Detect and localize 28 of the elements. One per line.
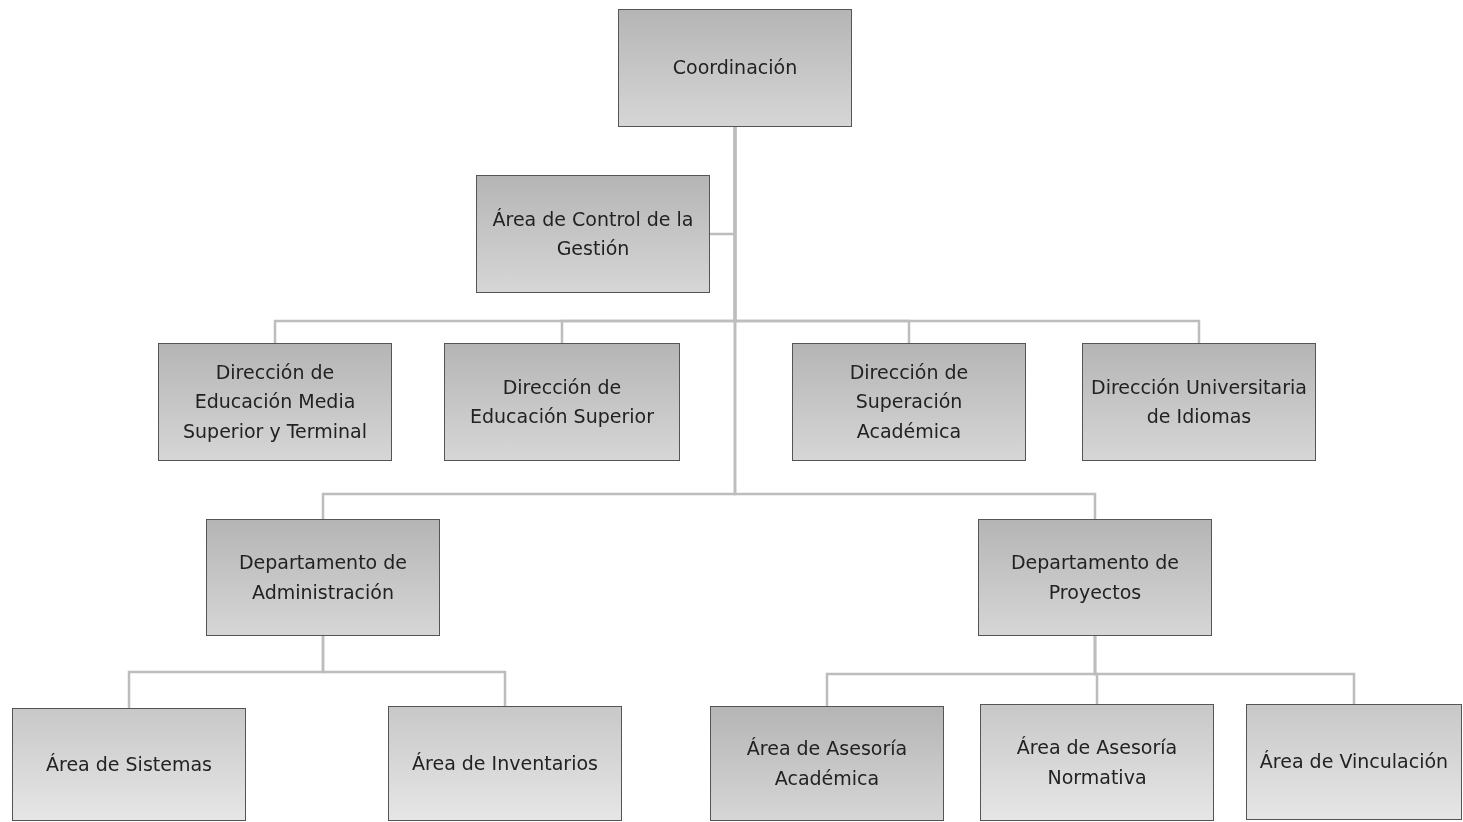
box-label: Área de Asesoría Académica (745, 736, 909, 791)
connector-line (321, 636, 507, 706)
org-box (710, 706, 944, 821)
org-box (1082, 343, 1316, 461)
org-box (980, 704, 1214, 821)
box-label: Dirección de Educación Media Superior y Terminal (182, 359, 368, 444)
box-label: Área de Inventarios (412, 750, 598, 776)
org-box (12, 708, 246, 821)
connector-line (1093, 636, 1356, 704)
box-label: Departamento de Administración (238, 550, 408, 605)
box-label: Dirección de Educación Superior (469, 374, 655, 429)
org-box (978, 519, 1212, 636)
org-box (206, 519, 440, 636)
box-label: Coordinación (672, 55, 798, 81)
org-box (1246, 704, 1462, 820)
box-label: Dirección Universitaria de Idiomas (1091, 374, 1307, 429)
org-box (388, 706, 622, 821)
box-label: Departamento de Proyectos (1010, 550, 1180, 605)
org-box (792, 343, 1026, 461)
box-label: Dirección de Superación Académica (848, 359, 970, 444)
box-label: Área de Sistemas (46, 751, 212, 777)
org-box (158, 343, 392, 461)
box-label: Área de Vinculación (1259, 749, 1449, 775)
box-label: Área de Asesoría Normativa (1015, 735, 1179, 790)
org-box (476, 175, 710, 293)
box-label: Área de Control de la Gestión (491, 206, 695, 261)
org-box (444, 343, 680, 461)
org-box (618, 9, 852, 127)
